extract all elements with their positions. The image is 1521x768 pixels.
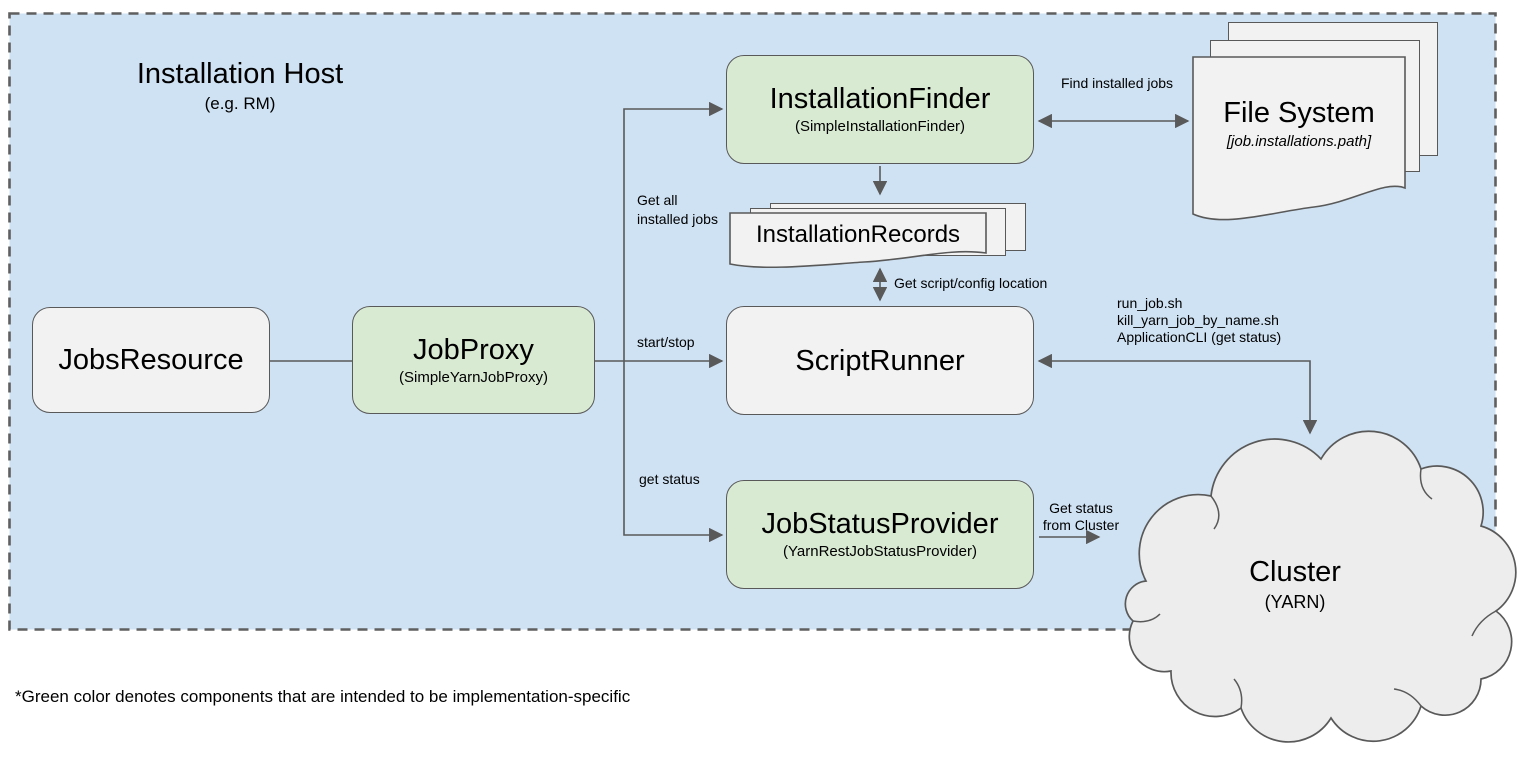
installation-records-label: InstallationRecords	[729, 212, 987, 258]
node-cluster-subtitle: (YARN)	[1264, 592, 1326, 612]
node-job-proxy-subtitle: (SimpleYarnJobProxy)	[399, 368, 548, 386]
edge-label-find-installed-jobs: Find installed jobs	[1061, 75, 1174, 91]
edge-label-get-all-installed-jobs: Get all installed jobs	[637, 192, 718, 227]
node-jobs-resource: JobsResource	[32, 307, 270, 413]
edge-label-get-script-config-location: Get script/config location	[894, 275, 1048, 291]
node-job-status-provider-title: JobStatusProvider	[761, 508, 999, 540]
node-installation-finder-subtitle: (SimpleInstallationFinder)	[794, 118, 966, 135]
edge-label-get-status: get status	[639, 471, 700, 487]
installation-host-title-text: Installation Host	[136, 58, 344, 90]
node-job-proxy: JobProxy (SimpleYarnJobProxy)	[352, 306, 595, 414]
footnote: *Green color denotes components that are…	[15, 687, 631, 706]
edge-label-get-status-from-cluster: Get status from Cluster	[1042, 500, 1120, 533]
file-system-document	[1192, 56, 1406, 221]
node-installation-finder-title: InstallationFinder	[769, 83, 991, 115]
node-script-runner: ScriptRunner	[726, 306, 1034, 415]
installation-host-title: Installation Host (e.g. RM)	[106, 58, 374, 114]
node-installation-records-title: InstallationRecords	[755, 221, 961, 248]
node-cluster-title: Cluster	[1249, 556, 1341, 588]
edge-label-scriptrunner-cluster-scripts: run_job.sh kill_yarn_job_by_name.sh Appl…	[1117, 295, 1282, 345]
installation-host-subtitle: (e.g. RM)	[204, 94, 276, 113]
installation-records-document-shape	[729, 212, 987, 269]
installation-records-document	[729, 212, 987, 269]
node-file-system-subtitle: [job.installations.path]	[1226, 133, 1372, 150]
node-installation-finder: InstallationFinder (SimpleInstallationFi…	[726, 55, 1034, 164]
node-file-system-title: File System	[1223, 97, 1375, 129]
edge-label-start-stop: start/stop	[637, 334, 695, 350]
cluster-cloud-outline	[1124, 430, 1517, 743]
node-jobs-resource-title: JobsResource	[58, 344, 244, 376]
node-job-status-provider: JobStatusProvider (YarnRestJobStatusProv…	[726, 480, 1034, 589]
node-job-proxy-title: JobProxy	[413, 333, 534, 366]
node-script-runner-title: ScriptRunner	[795, 344, 965, 377]
cluster-label: Cluster (YARN)	[1195, 556, 1395, 613]
file-system-document-shape	[1192, 56, 1406, 221]
file-system-label: File System [job.installations.path]	[1192, 56, 1406, 191]
cluster-cloud	[1124, 430, 1517, 743]
cluster-cloud-inner-arcs	[1132, 468, 1497, 709]
node-job-status-provider-subtitle: (YarnRestJobStatusProvider)	[783, 543, 977, 560]
